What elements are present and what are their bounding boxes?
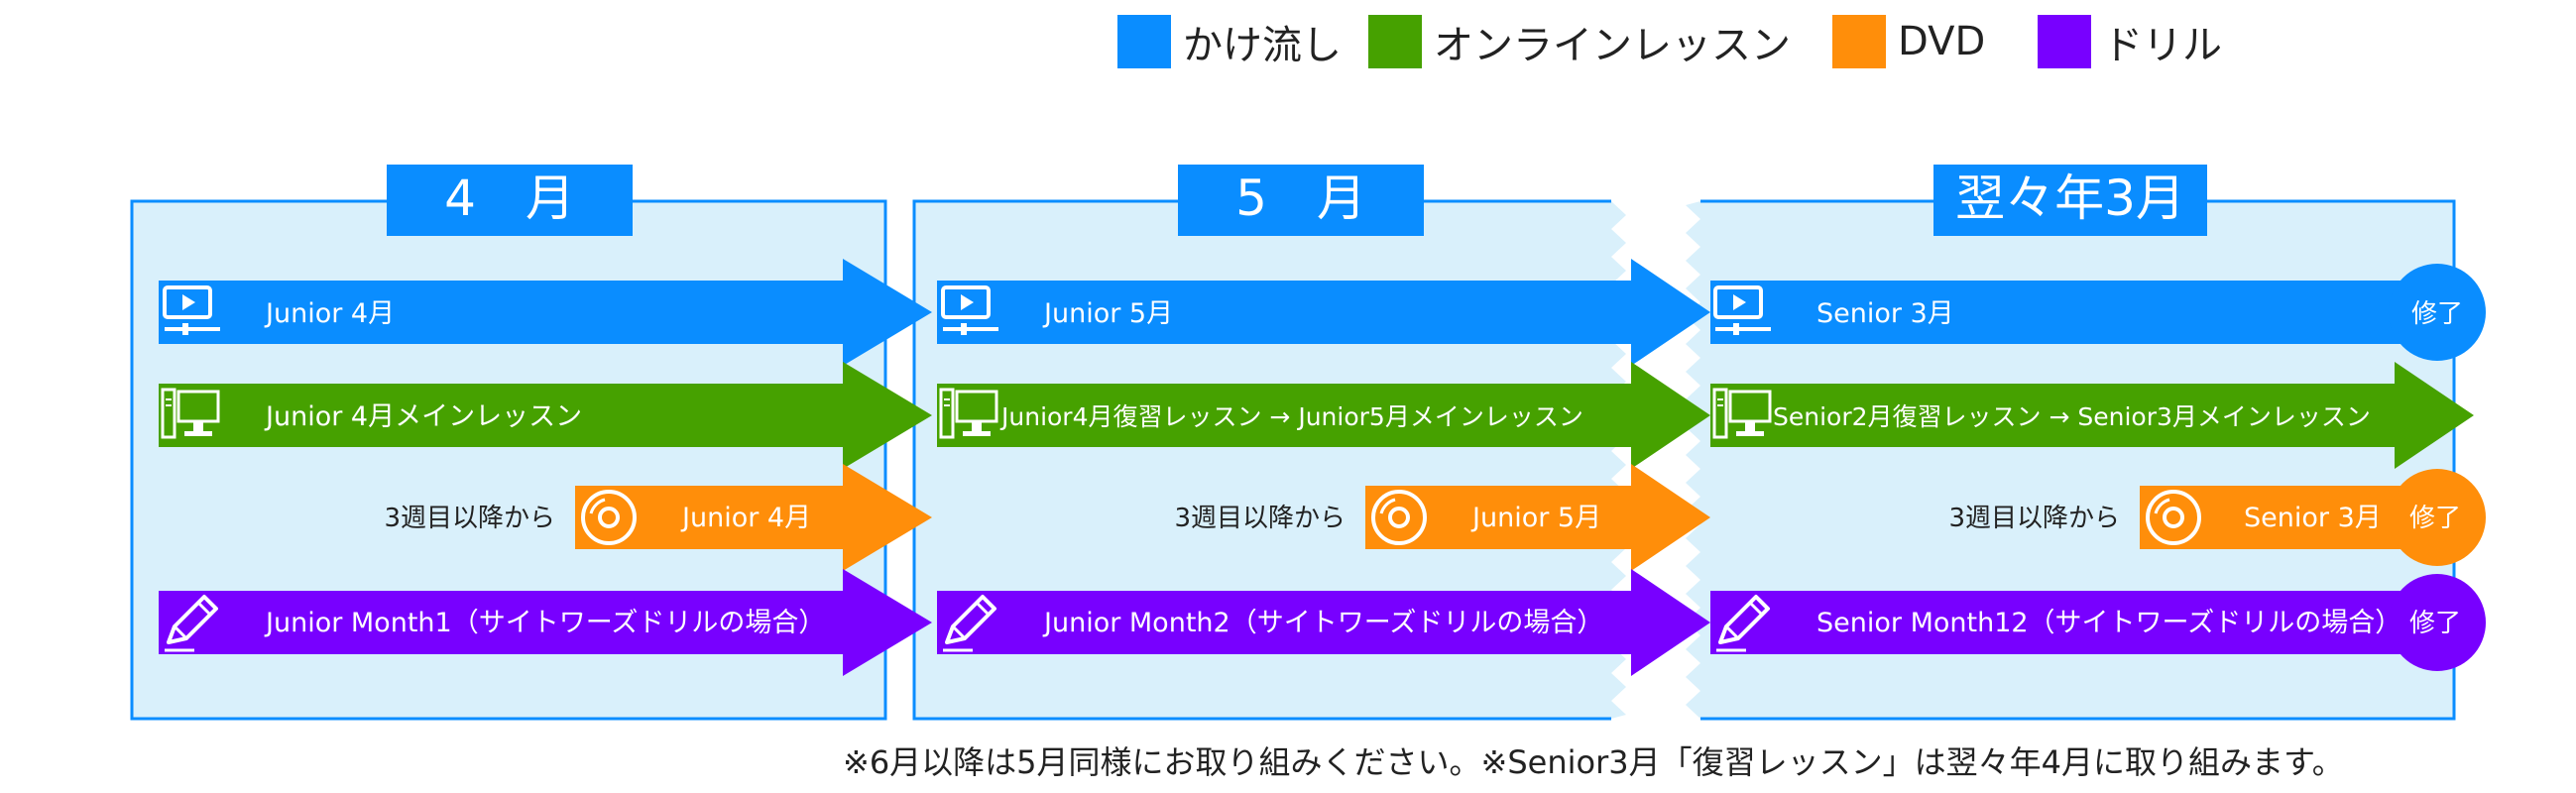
legend-item-kakenagashi: かけ流し [1117,14,1342,69]
drill-arrow [159,569,932,676]
drill-arrow [937,569,1710,676]
panel-title-box [1178,165,1424,236]
arrow-label: Junior 4月 [264,298,395,329]
legend-item-dvd: DVD [1832,14,1985,69]
online-arrow [937,362,1710,469]
legend-label: オンラインレッスン [1434,23,1791,68]
arrow-label: Junior 4月メインレッスン [264,401,582,432]
dvd-arrow [575,464,932,571]
legend-label: ドリル [2103,23,2222,68]
kakenagashi-arrow [159,259,932,366]
completion-label: 修了 [2411,299,2463,329]
dvd-prefix: 3週目以降から [1948,504,2120,533]
panel-title-box [387,165,633,236]
completion-label: 修了 [2409,504,2461,533]
row-drill: Junior Month1（サイトワーズドリルの場合） Junior Month… [159,569,2486,676]
arrow-label: Junior 5月 [1042,298,1173,329]
row-dvd: 3週目以降から Junior 4月 3週目以降から Junior 5月 3週目以… [384,464,2486,571]
completion-circle [2389,264,2486,361]
kakenagashi-arrow [937,259,1710,366]
arrow-label: Senior Month12（サイトワーズドリルの場合） [1816,608,2401,638]
arrow-label: Senior 3月 [1816,298,1954,329]
footnote: ※6月以降は5月同様にお取り組みください。※Senior3月「復習レッスン」は翌… [843,743,2344,781]
dvd-prefix: 3週目以降から [1174,504,1346,533]
schedule-diagram: 4 月 5 月 翌々年3月 Junior 4月 Junior 5月 Senior… [130,165,2486,721]
kakenagashi-bar [1710,281,2404,344]
legend-label: DVD [1898,19,1986,64]
arrow-label: Junior Month1（サイトワーズドリルの場合） [264,608,825,638]
arrow-label: Junior 4月 [680,503,811,533]
arrow-label: Senior 3月 [2244,503,2382,533]
panel-title: 翌々年3月 [1955,170,2185,227]
row-online: Junior 4月メインレッスン Junior4月復習レッスン → Junior… [159,362,2474,469]
legend-swatch-blue [1117,15,1171,68]
panel-title-box [1933,165,2207,236]
online-arrow [159,362,932,469]
legend-item-drill: ドリル [2038,14,2222,69]
drill-bar [1710,591,2404,654]
arrow-label: Junior4月復習レッスン → Junior5月メインレッスン [999,402,1583,431]
legend-swatch-purple [2038,15,2091,68]
panel-title: 5 月 [1235,170,1366,227]
dvd-prefix: 3週目以降から [384,504,555,533]
legend-label: かけ流し [1183,23,1342,68]
completion-label: 修了 [2409,609,2461,638]
dvd-arrow [1365,464,1710,571]
legend-item-online: オンラインレッスン [1368,14,1791,69]
legend-swatch-orange [1832,15,1886,68]
row-kakenagashi: Junior 4月 Junior 5月 Senior 3月 修了 [159,259,2486,366]
online-arrow [1710,362,2474,469]
arrow-label: Senior2月復習レッスン → Senior3月メインレッスン [1773,402,2371,431]
completion-circle [2389,574,2486,671]
panel-title: 4 月 [444,170,575,227]
arrow-label: Junior Month2（サイトワーズドリルの場合） [1042,608,1603,638]
legend-swatch-green [1368,15,1422,68]
completion-circle [2389,469,2486,566]
arrow-label: Junior 5月 [1470,503,1601,533]
